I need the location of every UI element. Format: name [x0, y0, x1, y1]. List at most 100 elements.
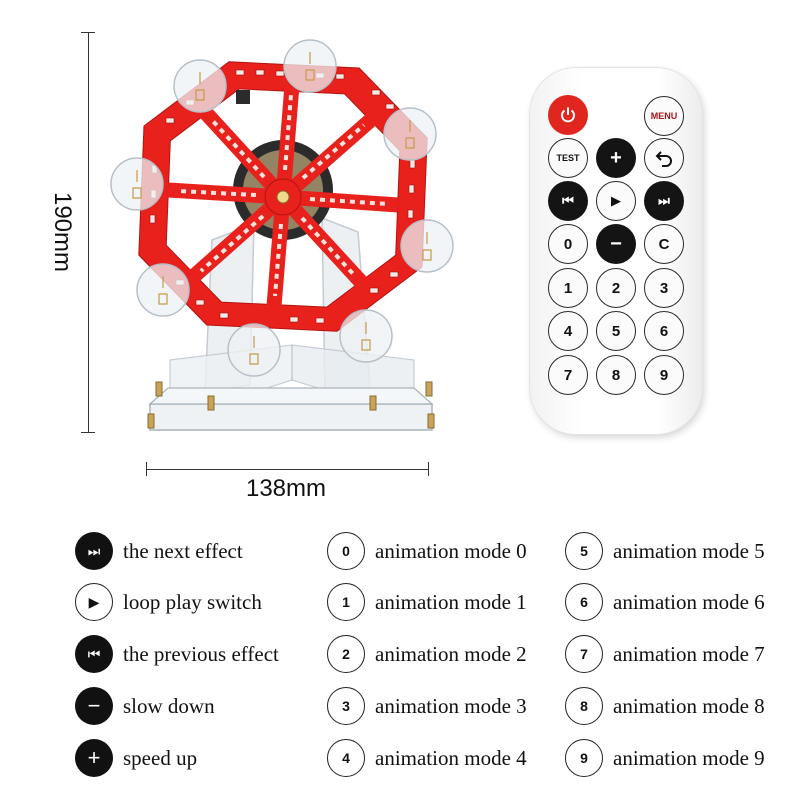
cabin: [173, 59, 227, 113]
legend-mode-7: 7 animation mode 7: [565, 635, 765, 673]
ferris-wheel-illustration: [110, 39, 454, 431]
plus-icon: +: [75, 739, 113, 777]
legend-slow-down-text: slow down: [123, 693, 215, 718]
spoke-led-strip: [273, 223, 283, 297]
led: [149, 214, 156, 224]
spoke-led-strip: [210, 118, 266, 179]
spoke-led-strip: [177, 189, 257, 197]
legend-previous-effect: ⏮ the previous effect: [75, 635, 279, 673]
width-dimension-line: [146, 469, 428, 470]
hanger: [361, 322, 371, 351]
back-button[interactable]: [644, 138, 684, 178]
legend-mode-8: 8 animation mode 8: [565, 687, 765, 725]
width-dimension-left-cap: [146, 462, 147, 476]
height-dimension-line: [88, 32, 89, 432]
key-9-button[interactable]: 9: [644, 355, 684, 395]
cabin: [400, 219, 454, 273]
screw: [147, 413, 155, 429]
key-2-icon: 2: [327, 635, 365, 673]
key-7-icon: 7: [565, 635, 603, 673]
key-3-button[interactable]: 3: [644, 268, 684, 308]
key-0-icon: 0: [327, 532, 365, 570]
hanger: [132, 170, 142, 199]
play-icon: ▶: [75, 583, 113, 621]
legend-mode-5: 5 animation mode 5: [565, 532, 765, 570]
key-1-icon: 1: [327, 583, 365, 621]
legend-previous-effect-text: the previous effect: [123, 641, 279, 666]
plus-button[interactable]: +: [596, 138, 636, 178]
spoke-led-strip: [309, 197, 389, 206]
screw: [425, 381, 433, 397]
menu-button[interactable]: MENU: [644, 96, 684, 136]
key-8-button[interactable]: 8: [596, 355, 636, 395]
clear-button[interactable]: C: [644, 224, 684, 264]
play-button[interactable]: ▶: [596, 181, 636, 221]
next-button[interactable]: ⏭: [644, 181, 684, 221]
cabin: [383, 107, 437, 161]
led: [408, 184, 415, 194]
hanger: [422, 232, 432, 261]
legend-mode-9: 9 animation mode 9: [565, 739, 765, 777]
screw: [207, 395, 215, 411]
key-6-button[interactable]: 6: [644, 311, 684, 351]
minus-icon: −: [75, 687, 113, 725]
cabin: [110, 157, 164, 211]
led: [335, 73, 345, 80]
legend-mode-7-text: animation mode 7: [613, 641, 765, 666]
legend-next-effect: ⏭ the next effect: [75, 532, 243, 570]
led: [389, 271, 399, 278]
prev-button[interactable]: ⏮: [548, 181, 588, 221]
stand-base-top: [148, 387, 434, 405]
led: [409, 159, 416, 169]
legend-mode-8-text: animation mode 8: [613, 693, 765, 718]
led: [235, 69, 245, 76]
key-2-button[interactable]: 2: [596, 268, 636, 308]
width-dimension-label: 138mm: [245, 475, 327, 502]
spoke-led-strip: [300, 216, 357, 278]
width-dimension-right-cap: [428, 462, 429, 476]
key-6-icon: 6: [565, 583, 603, 621]
led: [195, 299, 205, 306]
hanger: [405, 120, 415, 149]
spoke-leds: [177, 94, 389, 297]
height-dimension-top-cap: [81, 32, 95, 33]
cabin: [283, 39, 337, 93]
legend-mode-5-text: animation mode 5: [613, 538, 765, 563]
height-dimension-label: 190mm: [49, 191, 76, 273]
minus-button[interactable]: −: [596, 224, 636, 264]
key-0-button[interactable]: 0: [548, 224, 588, 264]
key-1-button[interactable]: 1: [548, 268, 588, 308]
ir-receiver: [236, 90, 250, 104]
test-button[interactable]: TEST: [548, 138, 588, 178]
key-8-icon: 8: [565, 687, 603, 725]
next-icon: ⏭: [75, 532, 113, 570]
hanger: [305, 52, 315, 81]
legend-loop-play: ▶ loop play switch: [75, 583, 262, 621]
led: [369, 287, 379, 294]
screw: [427, 413, 435, 429]
legend-loop-play-text: loop play switch: [123, 589, 262, 614]
key-5-button[interactable]: 5: [596, 311, 636, 351]
cabin: [227, 323, 281, 377]
power-button[interactable]: [548, 95, 588, 135]
key-4-button[interactable]: 4: [548, 311, 588, 351]
screw: [369, 395, 377, 411]
led: [371, 89, 381, 96]
cabin: [339, 309, 393, 363]
legend-mode-4-text: animation mode 4: [375, 745, 527, 770]
wheel-cabins: [110, 39, 454, 377]
legend-next-effect-text: the next effect: [123, 538, 243, 563]
power-icon: [561, 107, 575, 123]
legend-mode-0: 0 animation mode 0: [327, 532, 527, 570]
hanger: [195, 72, 205, 101]
key-7-button[interactable]: 7: [548, 355, 588, 395]
legend-mode-1: 1 animation mode 1: [327, 583, 527, 621]
hanger: [158, 276, 168, 305]
previous-icon: ⏮: [75, 635, 113, 673]
legend-mode-4: 4 animation mode 4: [327, 739, 527, 777]
led: [255, 69, 265, 76]
cabin-hangers: [132, 52, 432, 365]
base-screws: [147, 381, 435, 429]
key-4-icon: 4: [327, 739, 365, 777]
legend-mode-3-text: animation mode 3: [375, 693, 527, 718]
